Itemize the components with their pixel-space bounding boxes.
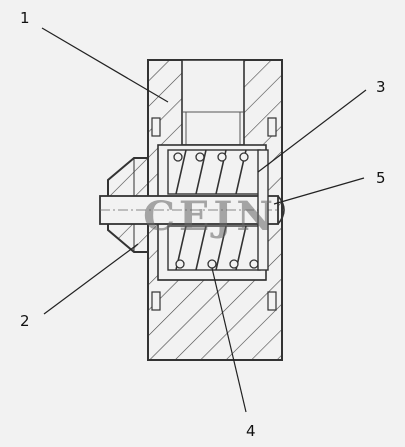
top-port-bore [181,59,245,146]
valve-seat [257,149,269,271]
callout-label-3: 3 [376,78,386,96]
callout-label-4: 4 [246,422,256,440]
callout-4: 4 [211,267,256,440]
callout-label-1: 1 [20,9,30,27]
callout-3: 3 [257,78,386,173]
watermark: CEJN [143,193,277,240]
callout-label-5: 5 [376,169,386,187]
callout-2: 2 [20,243,139,330]
valve-stem [99,195,285,225]
callout-1: 1 [20,9,169,103]
callout-label-2: 2 [20,312,30,330]
callout-5: 5 [273,169,386,205]
watermark-text: CEJN [143,193,277,240]
